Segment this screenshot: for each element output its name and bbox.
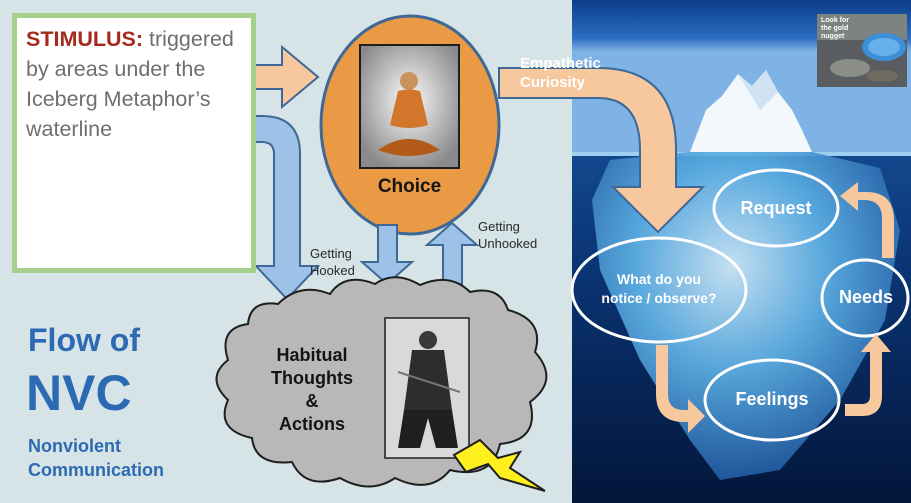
choice-label: Choice <box>377 176 442 197</box>
nvc-label: NVC <box>26 365 132 421</box>
getting-hooked-line-1: Getting <box>310 246 352 261</box>
observe-oval <box>570 236 748 344</box>
feelings-oval <box>703 358 841 442</box>
gold-line-2: the gold <box>821 25 849 32</box>
arrow-observe-to-feelings <box>656 345 705 433</box>
gold-nugget-photo <box>817 14 907 87</box>
habitual-line-4: Actions <box>278 414 345 434</box>
stimulus-text: STIMULUS: triggered by areas under the I… <box>26 24 254 144</box>
habitual-line-3: & <box>305 391 319 411</box>
lightning-bolt-icon <box>452 438 546 492</box>
getting-unhooked-line-2: Unhooked <box>478 236 538 251</box>
habitual-thoughts-label: Habitual Thoughts & Actions <box>258 344 366 436</box>
arrow-empathetic-curiosity <box>498 67 706 234</box>
empathetic-line-1: Empathetic <box>520 55 601 72</box>
feelings-label: Feelings <box>735 389 809 409</box>
gold-line-1: Look for <box>821 17 849 24</box>
stimulus-label: STIMULUS: <box>26 27 144 51</box>
habitual-line-2: Thoughts <box>271 368 353 388</box>
needs-label: Needs <box>838 287 894 307</box>
flow-of-label: Flow of <box>28 322 140 358</box>
gold-nugget-caption: Look for the gold nugget <box>821 17 849 41</box>
request-oval <box>712 168 840 248</box>
observe-label: What do you notice / observe? <box>580 270 738 308</box>
meditating-monk-photo <box>359 44 460 169</box>
observe-line-1: What do you <box>617 271 701 287</box>
getting-hooked-label: Getting Hooked <box>310 245 355 279</box>
getting-hooked-line-2: Hooked <box>310 263 355 278</box>
arrow-getting-unhooked <box>424 221 480 285</box>
observe-line-2: notice / observe? <box>601 290 717 306</box>
arrow-getting-hooked <box>359 224 415 286</box>
habitual-line-1: Habitual <box>276 345 348 365</box>
arrow-feelings-to-needs <box>845 334 891 416</box>
arrow-needs-to-request <box>840 182 894 258</box>
getting-unhooked-label: Getting Unhooked <box>478 218 537 252</box>
request-label: Request <box>740 198 812 218</box>
stimulus-box <box>12 13 256 273</box>
nonviolent-label: Nonviolent <box>28 436 121 456</box>
gold-line-3: nugget <box>821 33 845 40</box>
empathetic-line-2: Curiosity <box>520 74 586 91</box>
needs-oval <box>820 258 910 338</box>
empathetic-curiosity-label: Empathetic Curiosity <box>520 54 601 92</box>
getting-unhooked-line-1: Getting <box>478 219 520 234</box>
stimulus-description: triggered by areas under the Iceberg Met… <box>26 27 234 141</box>
communication-label: Communication <box>28 460 165 480</box>
samurai-photo <box>384 317 470 459</box>
